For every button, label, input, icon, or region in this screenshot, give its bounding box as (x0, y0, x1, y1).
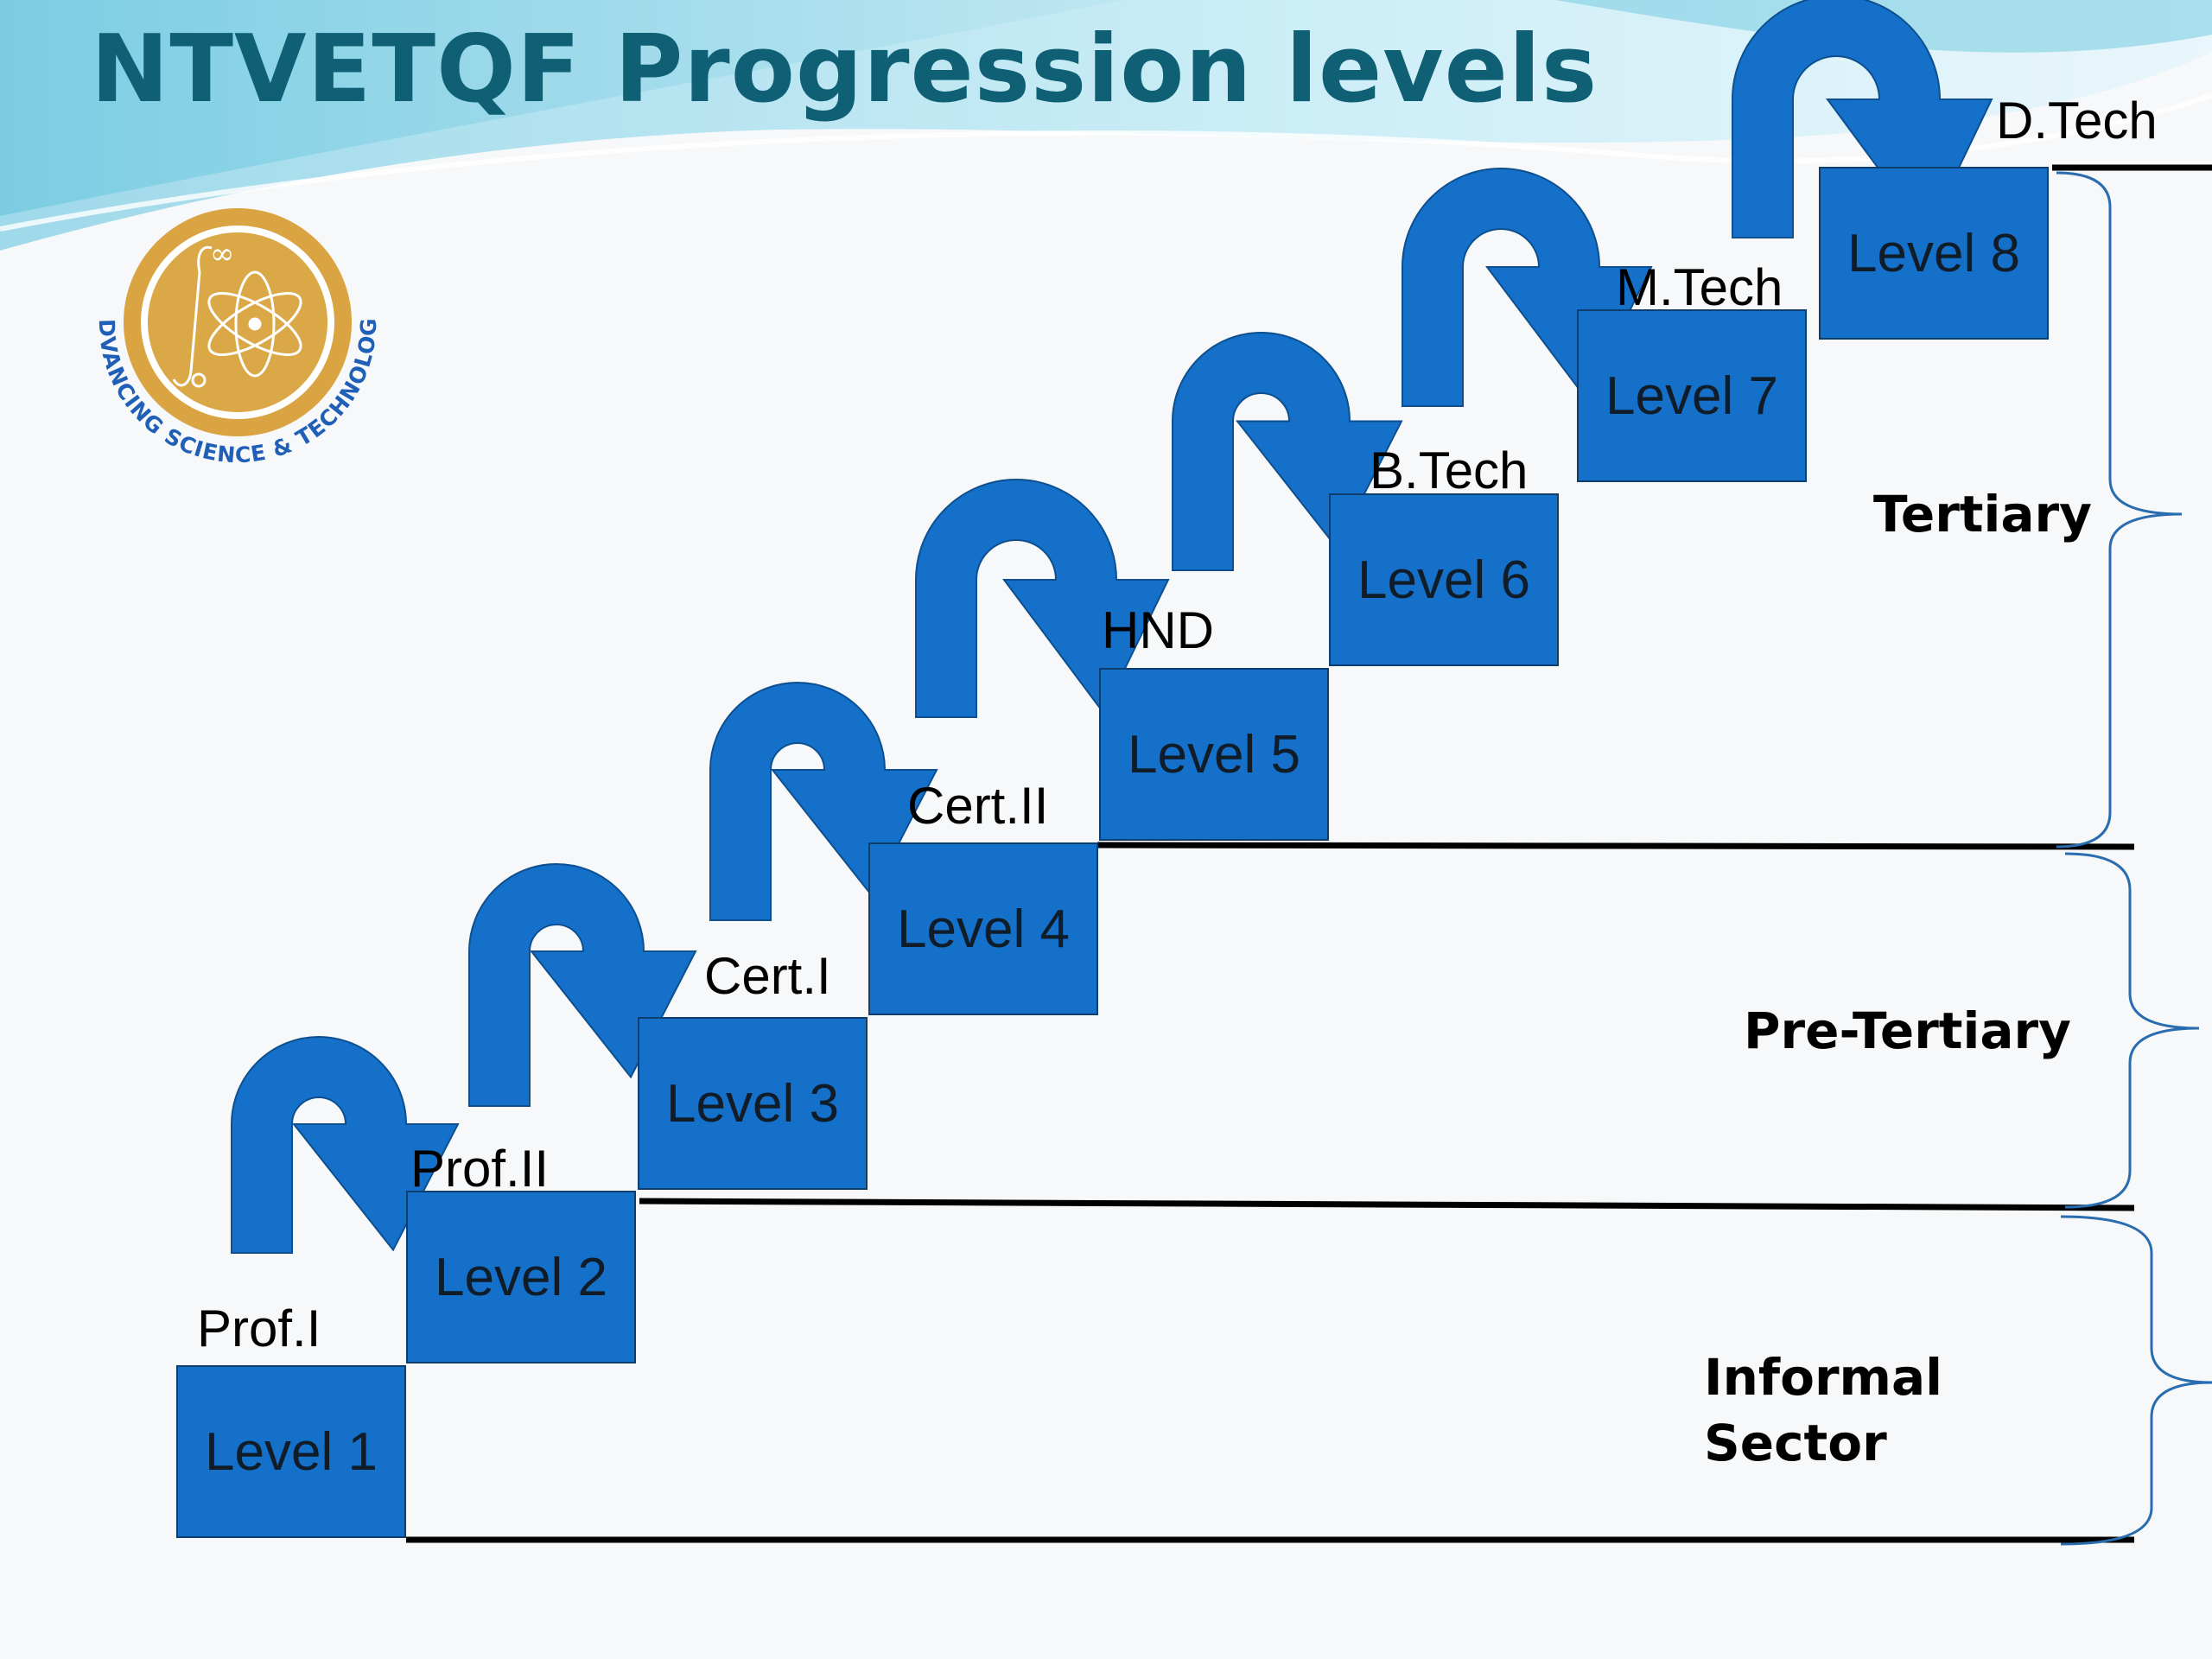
tertiary-brace (2056, 171, 2183, 849)
qualification-label-7: M.Tech (1616, 258, 1783, 316)
tertiary-base-line (1096, 842, 2135, 850)
level-box-1: Level 1 (176, 1365, 406, 1538)
svg-text:∞: ∞ (210, 237, 234, 271)
progression-arrow-icon (915, 479, 1170, 718)
logo: ∞ ADVANCING SCIENCE & TECHNOLOGY (82, 194, 380, 467)
level-box-7: Level 7 (1577, 309, 1807, 482)
qualification-label-6: B.Tech (1370, 442, 1529, 499)
progression-arrow-icon (231, 1036, 460, 1254)
header-wave-line (0, 92, 2212, 232)
level-box-6: Level 6 (1329, 493, 1559, 666)
level-box-5: Level 5 (1099, 668, 1329, 841)
qualification-label-3: Cert.I (704, 947, 831, 1005)
qualification-label-2: Prof.II (410, 1140, 550, 1198)
qualification-label-8: D.Tech (1996, 92, 2158, 149)
level-box-8: Level 8 (1819, 167, 2049, 340)
level-box-3: Level 3 (638, 1017, 868, 1190)
qualification-label-5: HND (1102, 601, 1214, 659)
level-box-2: Level 2 (406, 1191, 636, 1363)
qualification-label-1: Prof.I (197, 1300, 321, 1357)
sector-label-tertiary: Tertiary (1873, 485, 2092, 543)
slide-title: NTVETQF Progression levels (91, 16, 1599, 124)
pre-tertiary-brace (2064, 852, 2200, 1209)
header-wave-front (0, 0, 1123, 216)
level-box-4: Level 4 (868, 842, 1098, 1015)
sector-label-pre-tertiary: Pre-Tertiary (1744, 1001, 2071, 1060)
integral-atom-icon: ∞ (172, 237, 302, 388)
pre-tertiary-base-line (639, 1198, 2135, 1211)
informal-brace (2060, 1215, 2212, 1546)
sector-label-informal: Informal Sector (1704, 1344, 1942, 1476)
qualification-label-4: Cert.II (907, 777, 1049, 835)
sector-label-informal-line1: Informal (1704, 1348, 1943, 1407)
sector-label-informal-line2: Sector (1704, 1414, 1887, 1472)
